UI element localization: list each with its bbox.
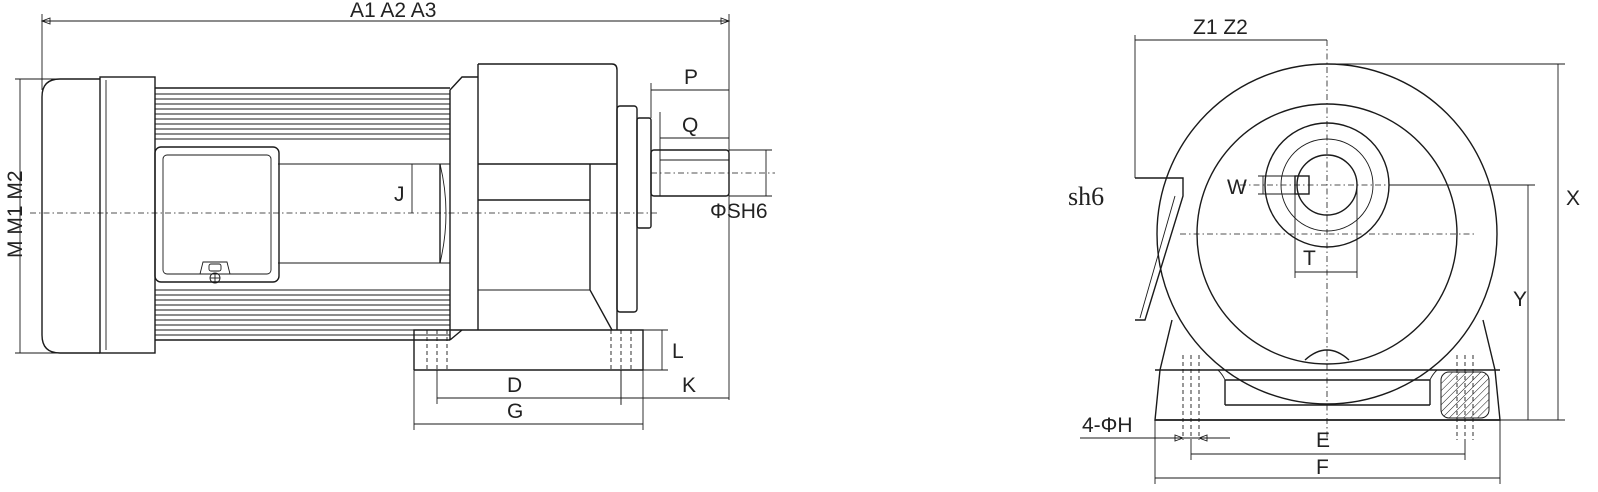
label-f: F [1316, 456, 1329, 479]
label-a-overall: A1 A2 A3 [350, 0, 436, 22]
adapter-flange [449, 76, 478, 341]
cable-gland [1135, 177, 1184, 321]
fan-cover [41, 78, 100, 354]
dimension-e: E [1190, 429, 1466, 460]
output-shaft [650, 149, 730, 197]
dimension-p: P [650, 66, 729, 118]
motor-end-cap [99, 76, 156, 354]
front-base [1154, 319, 1501, 440]
gear-head [477, 63, 652, 331]
label-shaft-diameter: ΦSH6 [710, 200, 768, 223]
dimension-a: A1 A2 A3 [40, 0, 731, 400]
mounting-foot [413, 329, 644, 371]
label-j: J [394, 183, 405, 206]
label-d: D [507, 374, 522, 397]
label-e: E [1316, 429, 1330, 452]
label-holes: 4-ΦH [1082, 414, 1133, 437]
side-view: A1 A2 A3 M M1 M2 J P Q [4, 0, 775, 430]
dimension-z: Z1 Z2 [1134, 16, 1327, 178]
dimension-t: T [1294, 185, 1358, 278]
label-x: X [1566, 187, 1580, 210]
motor-body [155, 87, 450, 341]
dimension-m: M M1 M2 [4, 78, 60, 354]
label-t: T [1303, 247, 1316, 270]
dimension-l: L [643, 329, 684, 371]
label-y: Y [1513, 288, 1527, 311]
terminal-box [154, 146, 280, 284]
front-view: Z1 Z2 sh6 W T X Y [1068, 16, 1580, 484]
dimension-f: F [1154, 420, 1501, 484]
dimension-w: W [1227, 175, 1295, 199]
dimension-x: X [1327, 63, 1580, 421]
dimension-j: J [394, 163, 440, 213]
label-k: K [682, 374, 696, 397]
label-shaft-tolerance: sh6 [1068, 182, 1104, 211]
dimension-g: G [413, 370, 644, 430]
dimension-shaft-diameter: ΦSH6 [710, 149, 772, 223]
dimension-y: Y [1389, 184, 1535, 420]
label-g: G [507, 400, 523, 423]
label-w: W [1227, 176, 1247, 199]
label-m-height: M M1 M2 [4, 170, 27, 258]
label-p: P [684, 66, 698, 89]
label-q: Q [682, 114, 698, 137]
label-l: L [672, 340, 684, 363]
dimension-q: Q [659, 112, 729, 150]
label-z: Z1 Z2 [1193, 16, 1248, 39]
dimension-d: D [436, 370, 622, 404]
dimension-k: K [620, 370, 729, 405]
